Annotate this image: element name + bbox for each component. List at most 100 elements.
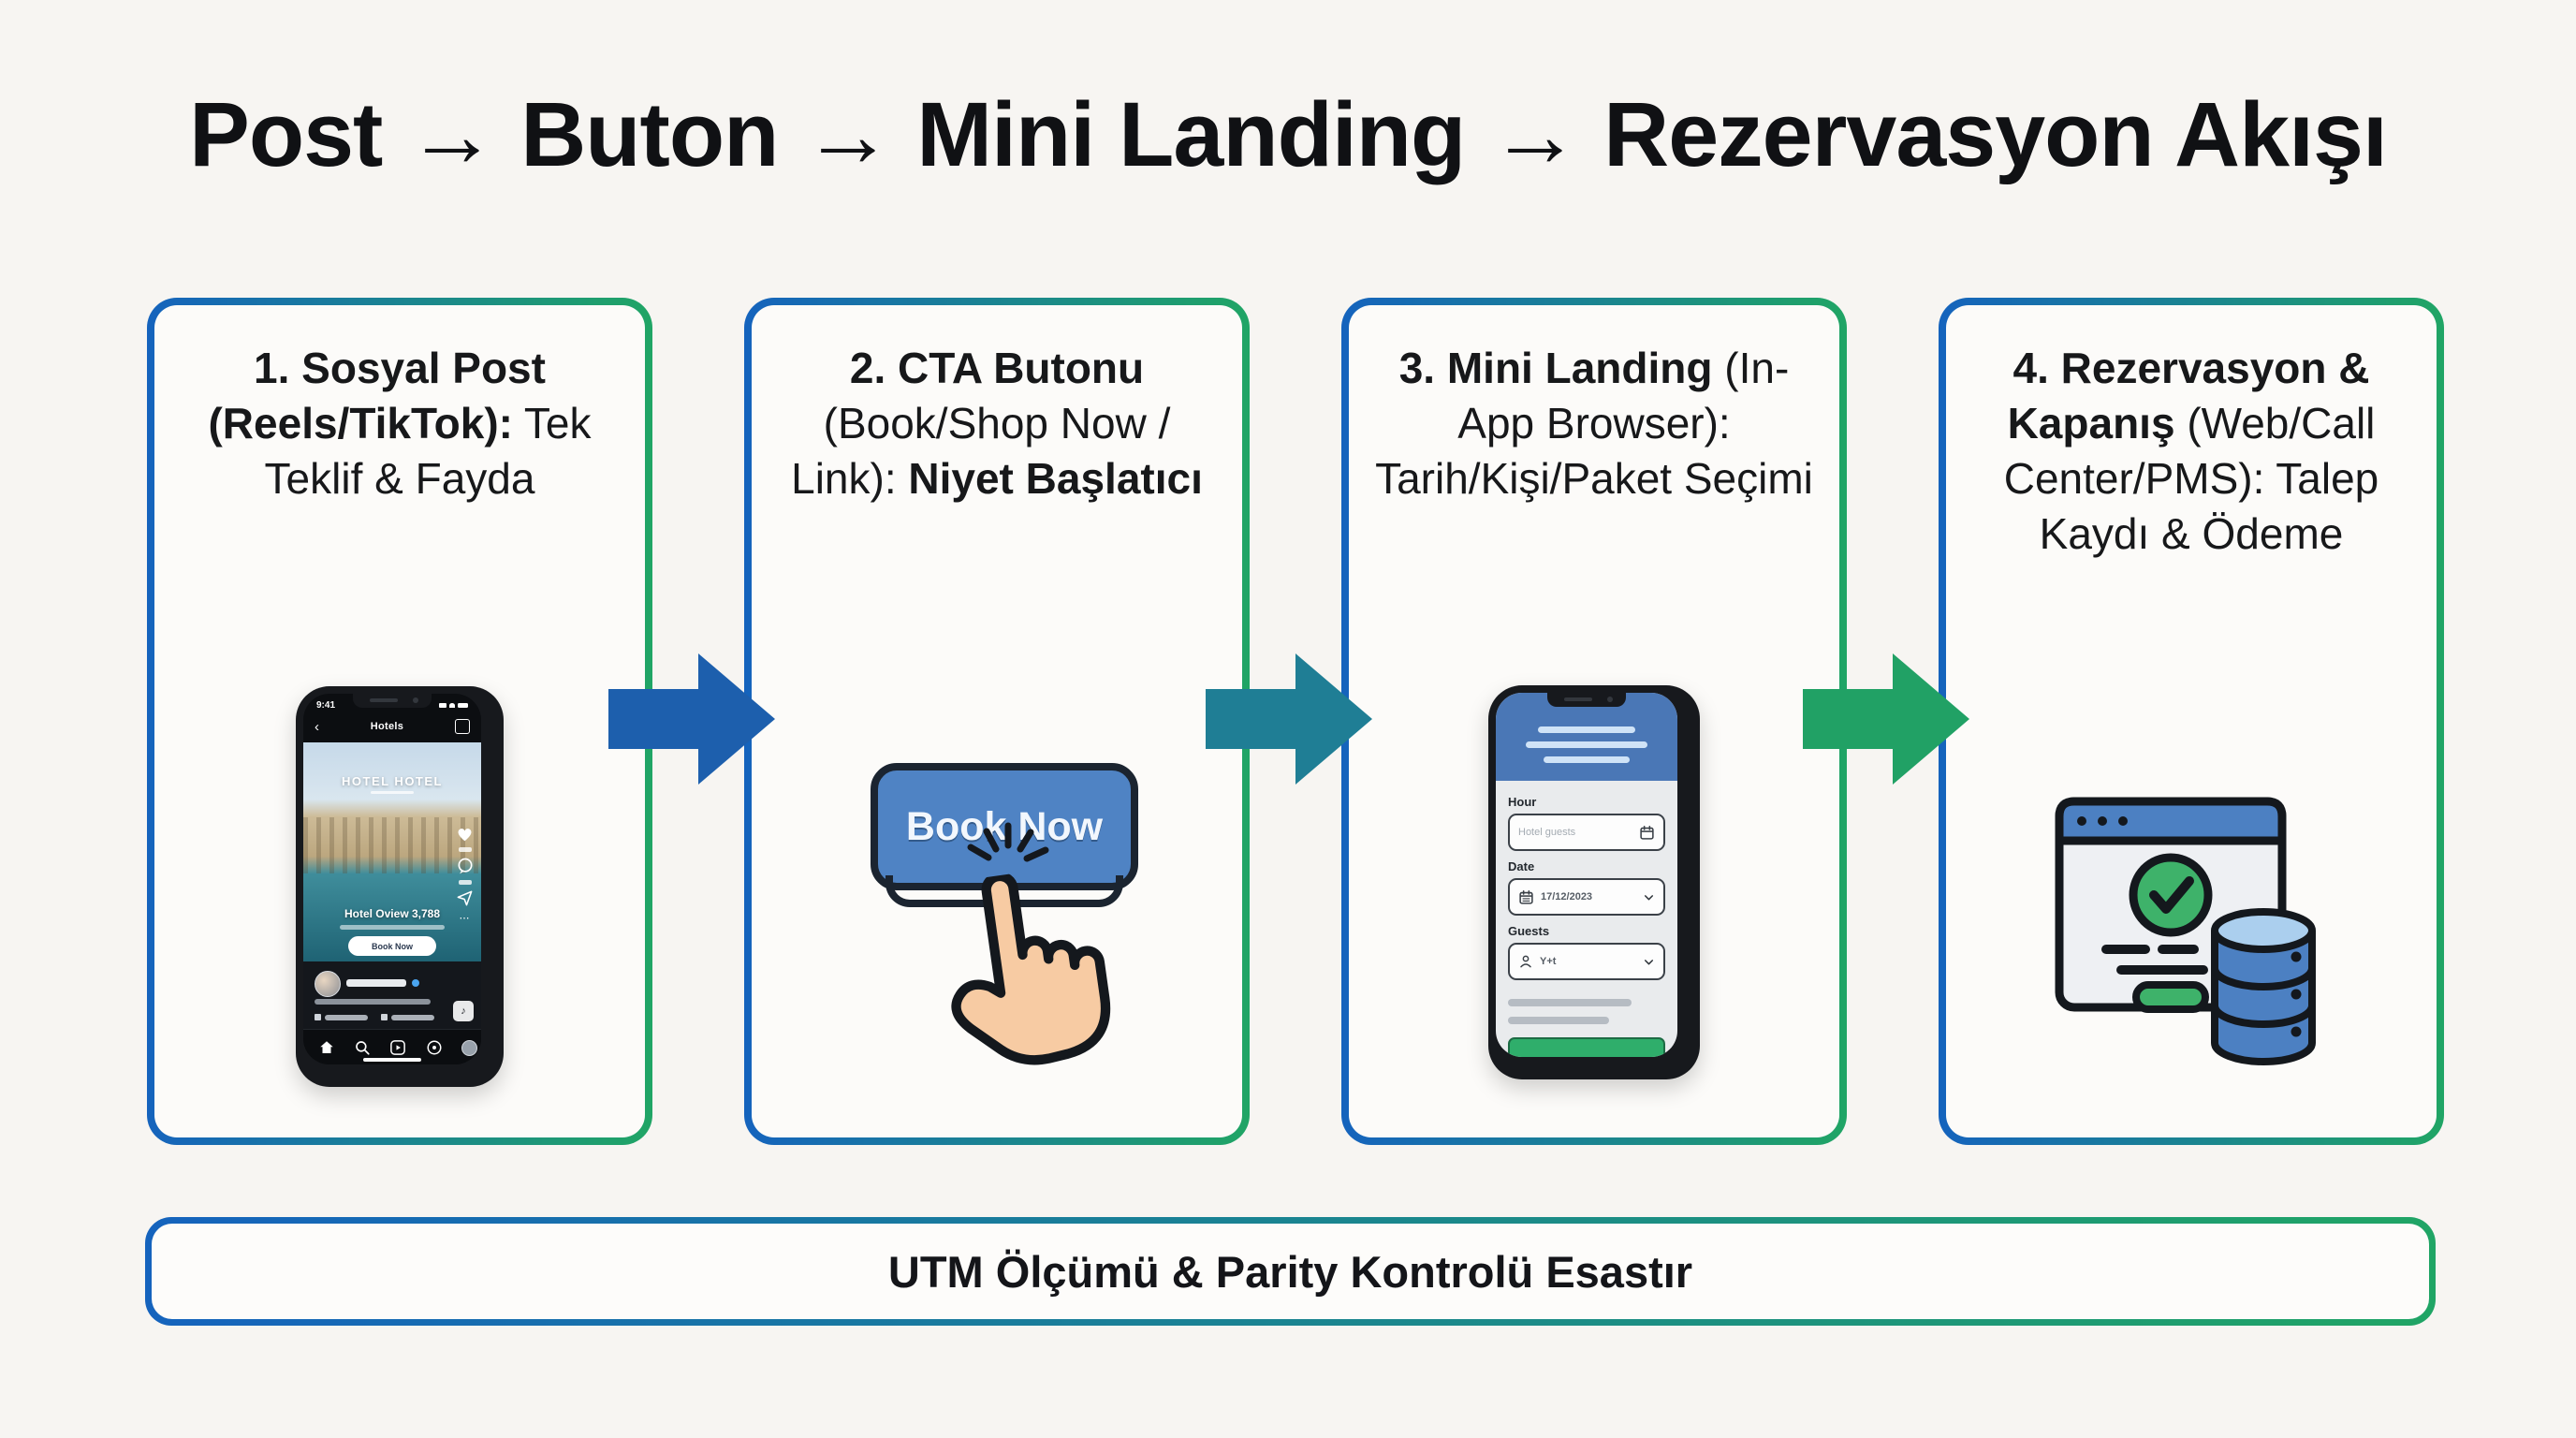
book-now-label: Book Now bbox=[905, 803, 1104, 849]
confirmation-text-bars bbox=[2101, 945, 2208, 975]
username-bar bbox=[346, 979, 406, 987]
reels-icon[interactable] bbox=[389, 1039, 406, 1056]
database-icon bbox=[2211, 908, 2316, 1065]
avatar[interactable] bbox=[315, 971, 341, 997]
social-post-screen: 9:41 ‹ Hotels HOTEL HO bbox=[303, 694, 481, 1064]
home-icon[interactable] bbox=[318, 1039, 335, 1056]
step-heading-normal: Tek Teklif & Fayda bbox=[264, 398, 592, 503]
closing-graphic bbox=[2046, 792, 2336, 1073]
comment-icon[interactable] bbox=[456, 857, 475, 875]
app-bottom-nav bbox=[303, 1029, 481, 1064]
step-card-inner: 2. CTA Butonu (Book/Shop Now / Link): Ni… bbox=[752, 305, 1242, 1137]
step-heading-bold: 1. Sosyal Post (Reels/TikTok): bbox=[208, 344, 546, 448]
header-text-bar bbox=[1538, 726, 1635, 733]
step-heading: 4. Rezervasyon & Kapanış (Web/Call Cente… bbox=[1946, 341, 2437, 562]
flag-icon bbox=[381, 1014, 388, 1020]
verified-badge bbox=[412, 979, 419, 987]
footer-inner: UTM Ölçümü & Parity Kontrolü Esastır bbox=[152, 1224, 2429, 1319]
caption-text-bar bbox=[315, 999, 431, 1005]
click-burst-icon bbox=[967, 822, 1049, 862]
mention-tag bbox=[381, 1014, 434, 1020]
booking-form: Hour Hotel guests Date bbox=[1496, 781, 1677, 1057]
status-bar: 9:41 bbox=[303, 700, 481, 711]
text-bar bbox=[1508, 1017, 1609, 1024]
like-count-bar bbox=[458, 847, 472, 852]
battery-icon bbox=[458, 703, 468, 708]
hour-input[interactable]: Hotel guests bbox=[1508, 814, 1665, 851]
status-time: 9:41 bbox=[316, 700, 336, 711]
step-heading: 1. Sosyal Post (Reels/TikTok): Tek Tekli… bbox=[154, 341, 645, 506]
guests-value: Y+t bbox=[1540, 956, 1557, 967]
person-icon bbox=[1520, 955, 1531, 968]
chevron-down-icon bbox=[1644, 894, 1654, 900]
flow-arrow-1 bbox=[608, 653, 775, 785]
shop-icon[interactable] bbox=[426, 1039, 443, 1056]
hour-placeholder: Hotel guests bbox=[1518, 827, 1576, 838]
gallery-icon[interactable] bbox=[454, 719, 470, 734]
chevron-down-icon bbox=[1644, 959, 1654, 964]
step-heading: 3. Mini Landing (In-App Browser): Tarih/… bbox=[1349, 341, 1839, 506]
calendar-icon bbox=[1640, 825, 1654, 840]
more-icon[interactable]: ⋯ bbox=[459, 913, 471, 924]
header-text-bar bbox=[1526, 741, 1647, 748]
step-heading-bold: 3. Mini Landing bbox=[1398, 344, 1713, 392]
mini-landing-phone: Hour Hotel guests Date bbox=[1488, 685, 1700, 1079]
footer-text: UTM Ölçümü & Parity Kontrolü Esastır bbox=[887, 1246, 1693, 1297]
hotel-building-texture bbox=[303, 816, 481, 874]
heart-icon[interactable] bbox=[455, 825, 475, 843]
phone-notch bbox=[353, 694, 432, 708]
step-heading-bold: 2. CTA Butonu bbox=[849, 344, 1145, 392]
phone-notch bbox=[1547, 693, 1626, 707]
footer-bar: UTM Ölçümü & Parity Kontrolü Esastır bbox=[145, 1217, 2436, 1326]
flow-arrow-3 bbox=[1803, 653, 1969, 785]
guests-select[interactable]: Y+t bbox=[1508, 943, 1665, 980]
calendar-icon bbox=[1519, 889, 1533, 904]
cta-graphic: Book Now bbox=[871, 763, 1138, 1081]
pin-icon bbox=[315, 1014, 321, 1020]
step-card-social-post: 1. Sosyal Post (Reels/TikTok): Tek Tekli… bbox=[147, 298, 652, 1145]
location-tag bbox=[315, 1014, 368, 1020]
post-nav-title: Hotels bbox=[370, 721, 404, 732]
step-card-mini-landing: 3. Mini Landing (In-App Browser): Tarih/… bbox=[1341, 298, 1847, 1145]
tag-row bbox=[315, 1014, 434, 1020]
hotel-post-image: HOTEL HOTEL Hotel Oview 3,788 Book Now bbox=[303, 742, 481, 961]
hotel-image-subtitle-bar bbox=[371, 791, 414, 794]
social-post-phone: 9:41 ‹ Hotels HOTEL HO bbox=[296, 686, 504, 1087]
post-caption-sub-bar bbox=[340, 925, 445, 930]
post-meta-area: ♪ bbox=[303, 961, 481, 1029]
profile-icon[interactable] bbox=[461, 1039, 477, 1056]
post-nav-bar: ‹ Hotels bbox=[303, 719, 481, 734]
flow-arrow-2 bbox=[1206, 653, 1372, 785]
home-indicator bbox=[363, 1058, 421, 1062]
date-select[interactable]: 17/12/2023 bbox=[1508, 878, 1665, 916]
comment-count-bar bbox=[458, 880, 472, 885]
step-heading-normal: (Web/Call Center/PMS): Talep Kaydı & Öde… bbox=[2003, 398, 2379, 558]
hand-click-icon bbox=[951, 871, 1111, 1065]
field-label-guests: Guests bbox=[1508, 924, 1550, 938]
back-chevron-icon[interactable]: ‹ bbox=[315, 718, 319, 735]
step-card-inner: 4. Rezervasyon & Kapanış (Web/Call Cente… bbox=[1946, 305, 2437, 1137]
step-heading-normal: (In-App Browser): Tarih/Kişi/Paket Seçim… bbox=[1375, 344, 1813, 503]
submit-button[interactable] bbox=[1508, 1037, 1665, 1057]
text-bar bbox=[1508, 999, 1632, 1006]
step-card-inner: 3. Mini Landing (In-App Browser): Tarih/… bbox=[1349, 305, 1839, 1137]
mini-landing-screen: Hour Hotel guests Date bbox=[1496, 693, 1677, 1057]
confirm-pill bbox=[2132, 981, 2209, 1013]
step-card-inner: 1. Sosyal Post (Reels/TikTok): Tek Tekli… bbox=[154, 305, 645, 1137]
field-label-date: Date bbox=[1508, 859, 1535, 873]
search-icon[interactable] bbox=[354, 1039, 371, 1056]
step-heading-bold2: Niyet Başlatıcı bbox=[908, 453, 1203, 503]
step-card-cta-button: 2. CTA Butonu (Book/Shop Now / Link): Ni… bbox=[744, 298, 1250, 1145]
step-heading-normal: (Book/Shop Now / Link): bbox=[791, 398, 1171, 503]
header-text-bar bbox=[1544, 756, 1630, 763]
hotel-image-title: HOTEL HOTEL bbox=[342, 774, 443, 788]
music-icon[interactable]: ♪ bbox=[453, 1001, 474, 1021]
post-caption-title: Hotel Oview 3,788 bbox=[344, 907, 441, 920]
share-icon[interactable] bbox=[456, 889, 474, 907]
wifi-icon bbox=[449, 703, 455, 708]
post-book-pill[interactable]: Book Now bbox=[348, 936, 436, 956]
step-heading-bold: 4. Rezervasyon & Kapanış bbox=[2007, 344, 2370, 448]
signal-icon bbox=[439, 703, 446, 708]
step-card-reservation: 4. Rezervasyon & Kapanış (Web/Call Cente… bbox=[1939, 298, 2444, 1145]
